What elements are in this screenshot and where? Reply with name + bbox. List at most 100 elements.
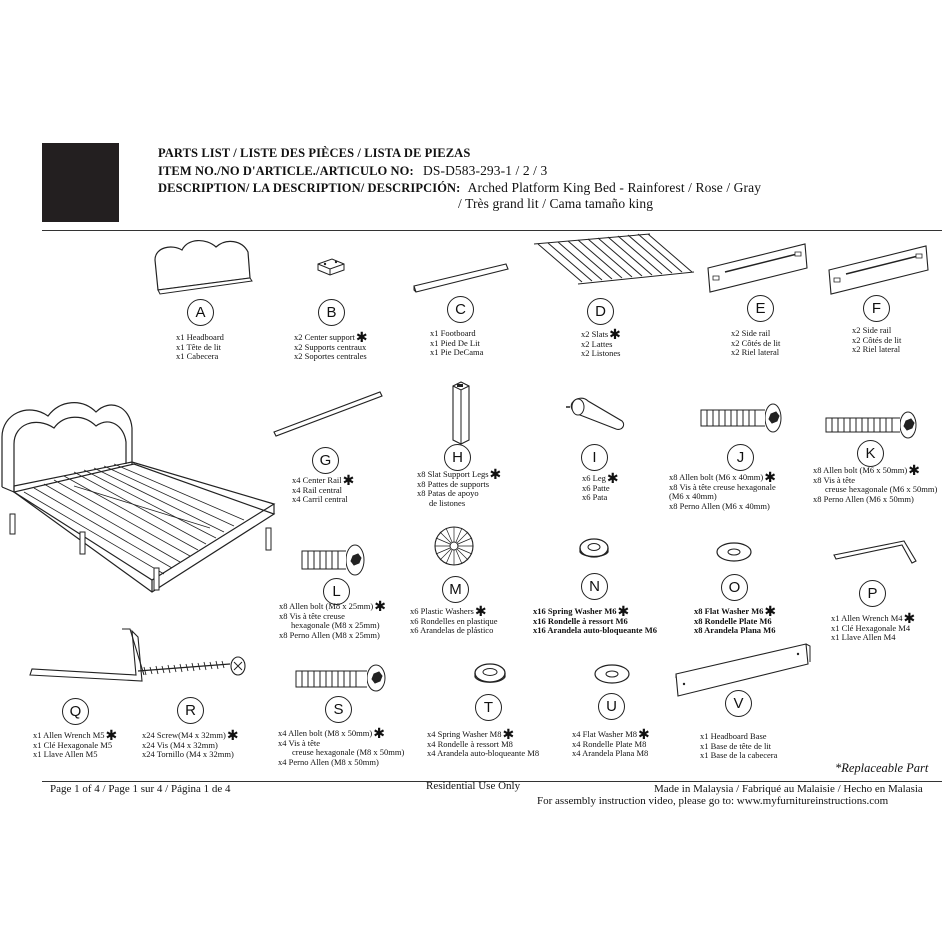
page-indicator: Page 1 of 4 / Page 1 sur 4 / Página 1 de… [50, 783, 231, 795]
screw-drawing [134, 654, 252, 684]
part-h-line-es-cont: de listones [429, 497, 466, 508]
part-f-line-en: x2 Side rail [852, 325, 892, 335]
assembled-bed-drawing [0, 392, 290, 592]
part-letter-e: E [747, 295, 774, 322]
part-s-line-en: x4 Allen bolt (M8 x 50mm) [278, 728, 373, 738]
headboard-base-drawing [672, 640, 812, 700]
part-a-line-fr: x1 Tête de lit [176, 341, 221, 352]
replaceable-star-icon: ✱ [502, 727, 515, 743]
part-a-line-en: x1 Headboard [176, 332, 224, 342]
replaceable-star-icon: ✱ [355, 330, 368, 346]
part-e-line-fr: x2 Côtés de lit [731, 337, 781, 348]
part-description-u: x4 Flat Washer M8✱ x4 Rondelle Plate M8 … [572, 727, 650, 759]
replaceable-star-icon: ✱ [105, 728, 118, 744]
brand-logo-block [42, 143, 119, 222]
part-p-line-en: x1 Allen Wrench M4 [831, 613, 903, 623]
part-e-line-es: x2 Riel lateral [731, 347, 780, 358]
part-h-line-fr: x8 Pattes de supports [417, 478, 490, 489]
replaceable-part-note: *Replaceable Part [835, 761, 929, 775]
part-s-line-es: x4 Perno Allen (M8 x 50mm) [278, 756, 379, 767]
part-v-line-fr: x1 Base de tête de lit [700, 740, 772, 751]
replaceable-star-icon: ✱ [489, 467, 502, 483]
part-v-line-es: x1 Base de la cabecera [700, 750, 778, 761]
allen-bolt-s-drawing [292, 662, 392, 702]
part-letter-v: V [725, 690, 752, 717]
part-h-line-es: x8 Patas de apoyo [417, 488, 479, 499]
allen-bolt-k-drawing [822, 405, 922, 445]
part-k-line-fr-cont: creuse hexagonale (M6 x 50mm) [825, 484, 938, 495]
part-n-line-fr: x16 Rondelle à ressort M6 [533, 615, 628, 626]
part-f-line-es: x2 Riel lateral [852, 344, 901, 355]
part-r-line-en: x24 Screw(M4 x 32mm) [142, 730, 226, 740]
replaceable-star-icon: ✱ [373, 726, 385, 742]
side-rail-f-drawing [826, 240, 931, 298]
part-letter-p: P [859, 580, 886, 607]
part-letter-a: A [187, 299, 214, 326]
part-description-f: x2 Side rail x2 Côtés de lit x2 Riel lat… [852, 325, 902, 355]
part-description-p: x1 Allen Wrench M4✱ x1 Clé Hexagonale M4… [831, 611, 916, 643]
replaceable-star-icon: ✱ [764, 470, 776, 486]
replaceable-star-icon: ✱ [638, 727, 650, 743]
part-m-line-es: x6 Arandelas de plástico [410, 625, 494, 636]
part-d-line-en: x2 Slats [581, 329, 609, 339]
part-m-line-en: x6 Plastic Washers [410, 606, 474, 616]
part-g-line-es: x4 Carril central [292, 494, 348, 505]
part-letter-b: B [318, 299, 345, 326]
headboard-drawing [150, 232, 260, 302]
part-letter-c: C [447, 296, 474, 323]
part-b-line-fr: x2 Supports centraux [294, 341, 367, 352]
part-l-line-es: x8 Perno Allen (M8 x 25mm) [279, 629, 380, 640]
footboard-drawing [410, 260, 510, 300]
part-letter-i: I [581, 444, 608, 471]
part-u-line-es: x4 Arandela Plana M8 [572, 748, 649, 759]
residential-use-note: Residential Use Only [426, 780, 521, 792]
part-letter-o: O [721, 574, 748, 601]
plastic-washer-drawing [432, 524, 476, 568]
part-letter-h: H [444, 444, 471, 471]
header-divider [42, 230, 942, 231]
flat-washer-m8-drawing [592, 663, 632, 685]
part-letter-n: N [581, 573, 608, 600]
description-continued: / Très grand lit / Cama tamaño king [458, 196, 654, 211]
part-c-line-es: x1 Pie DeCama [430, 347, 484, 358]
part-description-c: x1 Footboard x1 Pied De Lit x1 Pie DeCam… [430, 328, 484, 358]
side-rail-e-drawing [705, 238, 810, 296]
allen-wrench-m4-drawing [830, 531, 925, 571]
part-j-line-es: x8 Perno Allen (M6 x 40mm) [669, 500, 770, 511]
part-o-line-en: x8 Flat Washer M6 [694, 606, 764, 616]
flat-washer-m6-drawing [714, 541, 754, 563]
part-m-line-fr: x6 Rondelles en plastique [410, 615, 498, 626]
replaceable-star-icon: ✱ [609, 327, 621, 343]
part-description-a: x1 Headboard x1 Tête de lit x1 Cabecera [176, 332, 224, 362]
part-description-v: x1 Headboard Base x1 Base de tête de lit… [700, 731, 778, 761]
leg-drawing [566, 393, 628, 433]
part-description-m: x6 Plastic Washers✱ x6 Rondelles en plas… [410, 604, 498, 636]
replaceable-star-icon: ✱ [474, 604, 487, 620]
description-value: Arched Platform King Bed - Rainforest / … [467, 180, 762, 195]
part-o-line-es: x8 Arandela Plana M6 [694, 625, 776, 636]
part-description-s: x4 Allen bolt (M8 x 50mm)✱ x4 Vis à tête… [278, 726, 404, 767]
center-rail-drawing [270, 388, 385, 438]
part-description-r: x24 Screw(M4 x 32mm)✱ x24 Vis (M4 x 32mm… [142, 729, 239, 760]
part-r-line-es: x24 Tornillo (M4 x 32mm) [142, 749, 234, 760]
part-l-line-fr: x8 Vis à tête creuse [279, 610, 345, 621]
part-description-e: x2 Side rail x2 Côtés de lit x2 Riel lat… [731, 328, 781, 358]
part-letter-d: D [587, 298, 614, 325]
part-description-i: x6 Leg✱ x6 Patte x6 Pata [582, 472, 619, 503]
part-letter-s: S [325, 696, 352, 723]
part-g-line-fr: x4 Rail central [292, 484, 343, 495]
part-description-q: x1 Allen Wrench M5✱ x1 Clé Hexagonale M5… [33, 728, 118, 760]
part-v-line-en: x1 Headboard Base [700, 731, 767, 741]
part-n-line-en: x16 Spring Washer M6 [533, 606, 617, 616]
replaceable-star-icon: ✱ [903, 611, 916, 627]
part-description-t: x4 Spring Washer M8✱ x4 Rondelle à resso… [427, 727, 539, 759]
assembly-video-note: For assembly instruction video, please g… [537, 795, 889, 807]
part-s-line-fr: x4 Vis à tête [278, 737, 321, 748]
part-letter-g: G [312, 447, 339, 474]
part-a-line-es: x1 Cabecera [176, 351, 219, 362]
part-q-line-en: x1 Allen Wrench M5 [33, 730, 105, 740]
replaceable-star-icon: ✱ [764, 604, 777, 620]
spring-washer-m8-drawing [471, 660, 509, 688]
part-f-line-fr: x2 Côtés de lit [852, 334, 902, 345]
part-h-line-en: x8 Slat Support Legs [417, 469, 489, 479]
